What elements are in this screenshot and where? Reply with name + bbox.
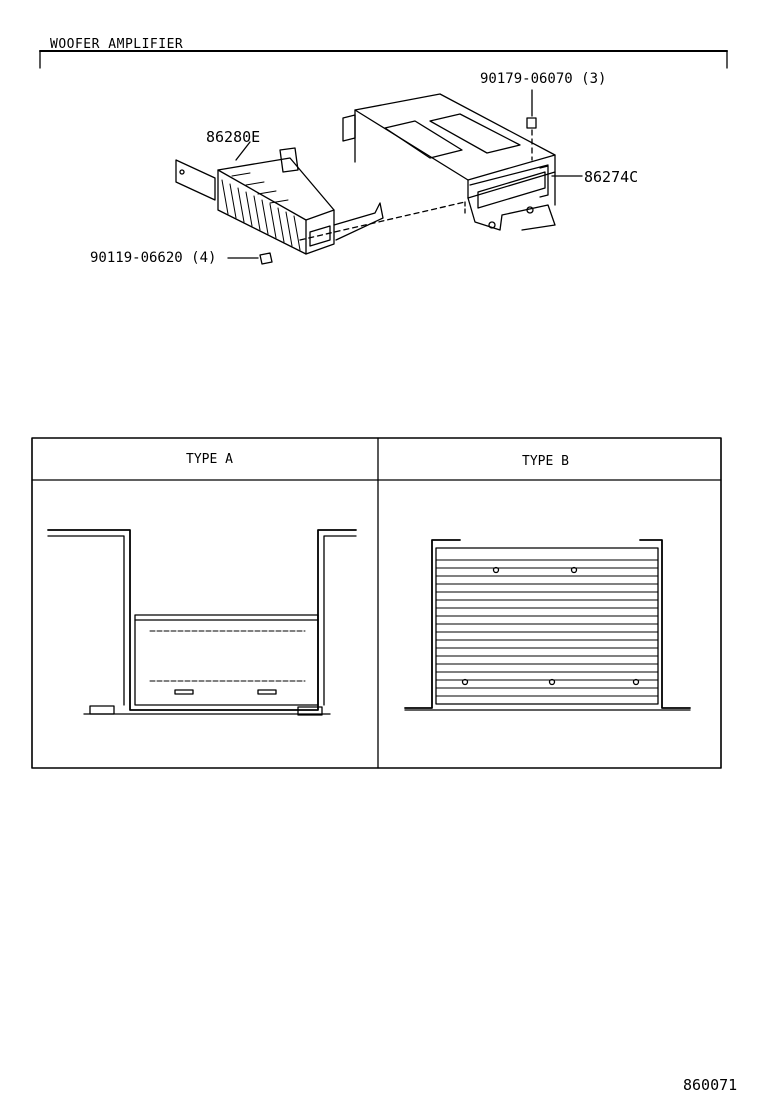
amplifier-drawing [175, 141, 384, 255]
type-table [31, 437, 722, 769]
type-b-header: TYPE B [522, 454, 569, 469]
callout-amplifier-part-number: 86280E [206, 128, 261, 146]
type-b-drawing [404, 539, 691, 711]
illustration-code: 860071 [683, 1076, 738, 1094]
callout-bolt-part-number: 90119-06620 (4) [90, 250, 217, 266]
callout-nut-part-number: 90179-06070 (3) [480, 71, 607, 87]
mounting-bracket-drawing [342, 93, 556, 231]
callout-bracket-part-number: 86274C [584, 168, 639, 186]
header-frame [39, 50, 728, 69]
type-a-header: TYPE A [186, 452, 233, 467]
fasteners [259, 117, 537, 265]
type-a-drawing [47, 529, 357, 716]
page-title: WOOFER AMPLIFIER [50, 37, 184, 52]
leader-lines [227, 89, 583, 259]
